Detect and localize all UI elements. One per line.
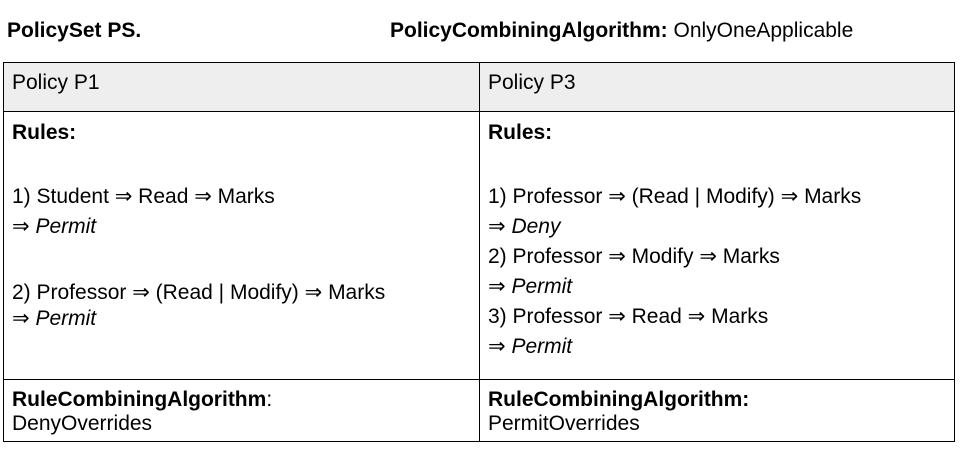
rule-effect: ⇒ Permit bbox=[488, 332, 946, 361]
rules-row: Rules: 1) Student ⇒ Read ⇒ Marks ⇒ Permi… bbox=[3, 111, 955, 380]
rca-value: PermitOverrides bbox=[488, 412, 640, 435]
policy-p3-rca: RuleCombiningAlgorithm: PermitOverrides bbox=[479, 379, 955, 442]
policy-p1-rules: Rules: 1) Student ⇒ Read ⇒ Marks ⇒ Permi… bbox=[3, 111, 480, 380]
policy-table: Policy P1 Policy P3 Rules: 1) Student ⇒ … bbox=[3, 62, 955, 442]
effect-value: Permit bbox=[511, 335, 573, 358]
policy-name: Policy P3 bbox=[488, 71, 576, 94]
rule-effect: ⇒ Deny bbox=[488, 212, 946, 241]
rules-label: Rules: bbox=[488, 121, 553, 144]
rca-label: RuleCombiningAlgorithm: bbox=[488, 388, 750, 411]
arrow-glyph: ⇒ bbox=[488, 215, 506, 238]
rca-label-line: RuleCombiningAlgorithm: bbox=[488, 388, 946, 412]
rca-label: RuleCombiningAlgorithm bbox=[12, 388, 267, 411]
rule-effect: ⇒ Permit bbox=[488, 272, 946, 301]
policy-name: Policy P1 bbox=[12, 71, 100, 94]
policy-p3-rules: Rules: 1) Professor ⇒ (Read | Modify) ⇒ … bbox=[479, 111, 955, 380]
pca-label: PolicyCombiningAlgorithm: bbox=[390, 19, 668, 42]
rule-text: 1) Professor ⇒ (Read | Modify) ⇒ Marks bbox=[488, 185, 862, 208]
arrow-glyph: ⇒ bbox=[488, 275, 506, 298]
policy-combining-algorithm: PolicyCombiningAlgorithm: OnlyOneApplica… bbox=[390, 18, 853, 44]
rule-text: 2) Professor ⇒ (Read | Modify) ⇒ Marks bbox=[12, 281, 386, 304]
rule-effect: ⇒ Permit bbox=[12, 304, 471, 333]
rule-effect: ⇒ Permit bbox=[12, 212, 471, 241]
rule-text: 2) Professor ⇒ Modify ⇒ Marks bbox=[488, 245, 780, 268]
policy-p1-rca: RuleCombiningAlgorithm: DenyOverrides bbox=[3, 379, 480, 442]
pca-value: OnlyOneApplicable bbox=[673, 19, 854, 42]
rule-text: 1) Student ⇒ Read ⇒ Marks bbox=[12, 185, 275, 208]
policyset-title: PolicySet PS. bbox=[7, 19, 142, 42]
effect-value: Permit bbox=[511, 275, 573, 298]
rule-combining-row: RuleCombiningAlgorithm: DenyOverrides Ru… bbox=[3, 379, 955, 442]
rca-label-line: RuleCombiningAlgorithm: bbox=[12, 388, 471, 412]
effect-value: Permit bbox=[35, 215, 97, 238]
arrow-glyph: ⇒ bbox=[488, 335, 506, 358]
rca-value: DenyOverrides bbox=[12, 412, 153, 435]
arrow-glyph: ⇒ bbox=[12, 215, 30, 238]
rules-label: Rules: bbox=[12, 121, 77, 144]
rule-text: 3) Professor ⇒ Read ⇒ Marks bbox=[488, 305, 769, 328]
effect-value: Permit bbox=[35, 307, 97, 330]
arrow-glyph: ⇒ bbox=[12, 307, 30, 330]
policy-p3-header: Policy P3 bbox=[479, 62, 955, 112]
effect-value: Deny bbox=[511, 215, 561, 238]
policy-p1-header: Policy P1 bbox=[3, 62, 480, 112]
rca-colon: : bbox=[266, 388, 273, 411]
policy-header-row: Policy P1 Policy P3 bbox=[3, 62, 955, 112]
